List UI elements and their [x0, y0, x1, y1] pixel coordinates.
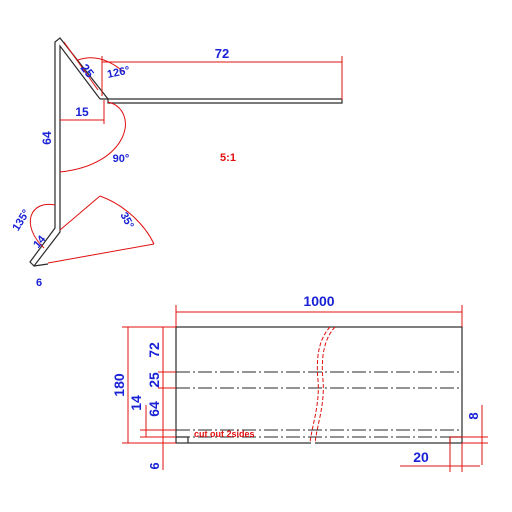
ext-line-hem-2: [47, 243, 155, 264]
dim-notch-height: 8: [466, 412, 481, 419]
angle-top: 126°: [106, 64, 131, 80]
flat-pattern-view: cut out 2sides 1000 180 72 25 64 14 6 8 …: [111, 293, 488, 472]
arc-angle-bottom: [29, 203, 56, 249]
break-line-2: [314, 326, 336, 444]
dim-length: 1000: [303, 293, 334, 309]
break-gap: [311, 440, 315, 445]
profile-view: 72 25 126° 15 64 90° 5:1 135° 14 35° 6: [10, 37, 343, 289]
angle-corner: 90°: [113, 153, 130, 165]
ext-line-hem: [59, 195, 101, 231]
dim-hem-width: 6: [36, 277, 42, 289]
break-line: [309, 326, 331, 444]
scale-label: 5:1: [220, 152, 236, 164]
dim-total-width: 180: [111, 373, 127, 397]
flat-note: cut out 2sides: [194, 429, 255, 439]
dim-step: 15: [75, 105, 89, 119]
dim-w25: 25: [146, 372, 162, 388]
dim-w72: 72: [146, 342, 162, 358]
dim-top-length: 72: [215, 46, 229, 61]
dim-height: 64: [40, 131, 54, 145]
flat-outline: [175, 326, 463, 444]
arc-angle-hem: [99, 195, 155, 245]
dim-notch-width: 20: [413, 449, 429, 465]
profile-outline: [29, 37, 343, 267]
profile-outline-inner: [33, 98, 108, 267]
dim-w14: 14: [128, 395, 144, 411]
notch-left: [176, 436, 189, 443]
dim-line-slant: [63, 41, 99, 91]
angle-hem: 35°: [117, 210, 135, 230]
arc-angle-top: [77, 57, 125, 73]
notch-right: [449, 436, 462, 443]
dim-w64: 64: [146, 401, 162, 417]
arc-angle-corner: [59, 101, 126, 173]
angle-bottom: 135°: [10, 208, 32, 234]
dim-w6: 6: [147, 462, 162, 469]
